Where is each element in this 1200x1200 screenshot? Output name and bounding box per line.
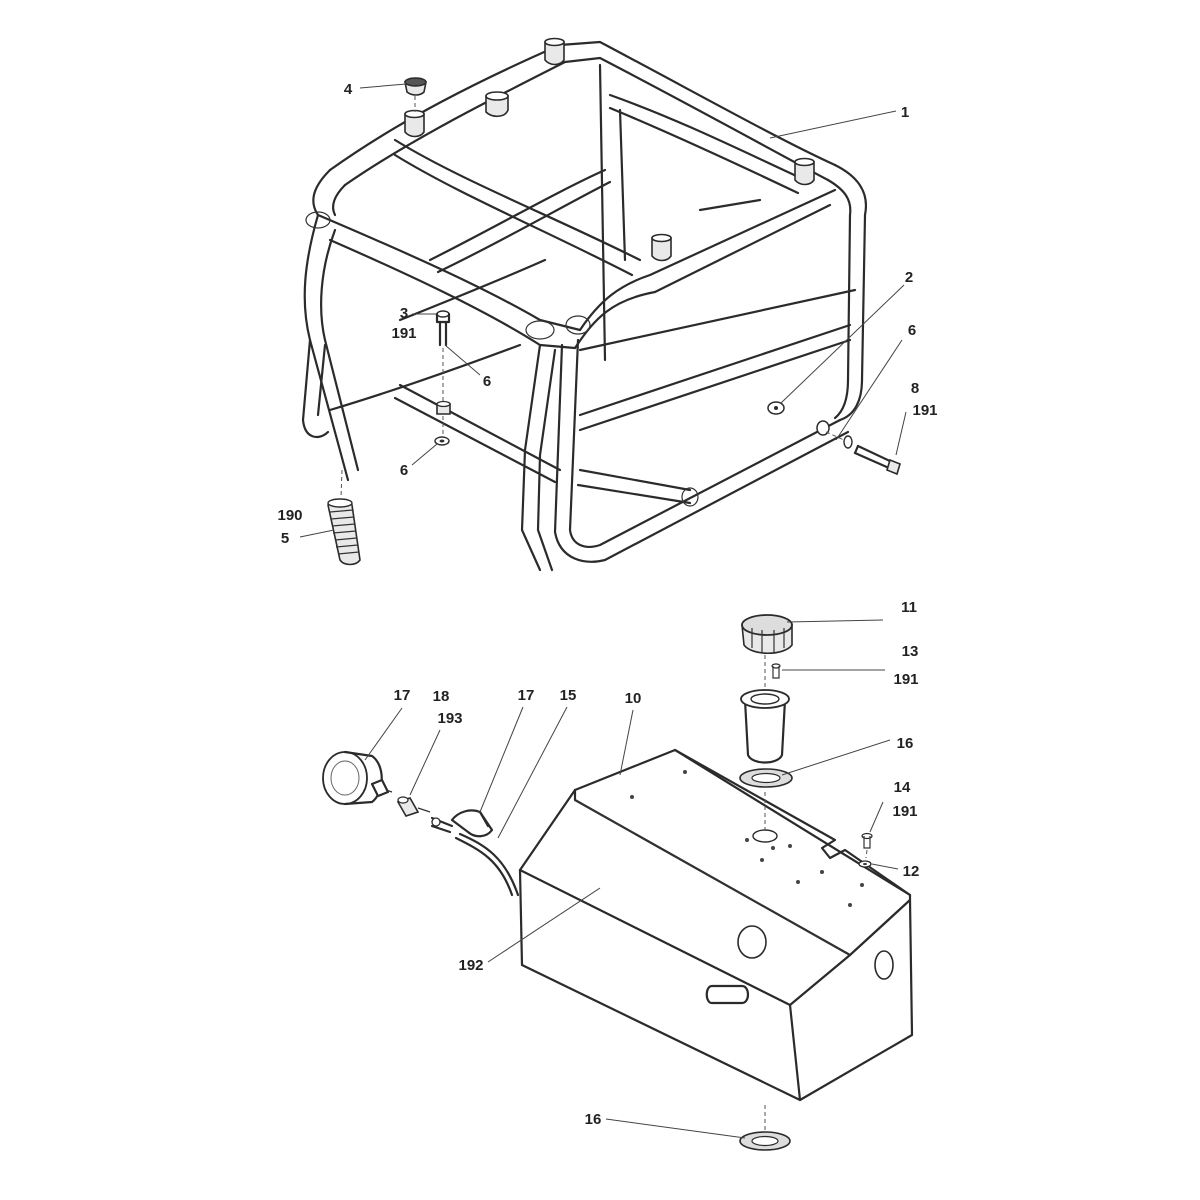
label-191-a: 191 xyxy=(391,325,416,342)
label-8: 8 xyxy=(911,380,919,397)
screw-part-14 xyxy=(861,832,873,859)
label-15: 15 xyxy=(560,687,577,704)
label-193: 193 xyxy=(437,710,462,727)
label-18: 18 xyxy=(433,688,450,705)
label-191-b: 191 xyxy=(912,402,937,419)
label-16-a: 16 xyxy=(897,735,914,752)
label-16-b: 16 xyxy=(585,1111,602,1128)
label-17-b: 17 xyxy=(518,687,535,704)
bolt-part-3 xyxy=(435,310,451,405)
gasket-part-16-lower xyxy=(739,1131,791,1151)
washer-part-12 xyxy=(858,860,872,868)
cap-part-4 xyxy=(404,77,427,112)
label-4: 4 xyxy=(344,81,353,98)
label-3: 3 xyxy=(400,305,408,322)
frame-assembly xyxy=(301,37,868,572)
label-5: 5 xyxy=(281,530,289,547)
label-14: 14 xyxy=(894,779,911,796)
washer-part-6-lower xyxy=(434,400,451,446)
label-1: 1 xyxy=(901,104,909,121)
leader-lines xyxy=(299,83,907,1139)
label-6-b: 6 xyxy=(400,462,408,479)
label-6-a: 6 xyxy=(483,373,491,390)
label-13: 13 xyxy=(902,643,919,660)
fuel-cap-part-11 xyxy=(741,614,793,655)
label-10: 10 xyxy=(625,690,642,707)
label-192: 192 xyxy=(458,957,483,974)
screw-part-13 xyxy=(771,663,781,679)
label-2: 2 xyxy=(905,269,913,286)
label-191-d: 191 xyxy=(892,803,917,820)
fitting-part-18 xyxy=(396,796,431,817)
rubber-foot-part-5 xyxy=(327,469,361,566)
label-6-c: 6 xyxy=(908,322,916,339)
fuel-hose-part-15 xyxy=(454,832,520,897)
fuel-filter-part-17 xyxy=(322,750,393,806)
bolt-part-8 xyxy=(825,431,901,476)
label-17-a: 17 xyxy=(394,687,411,704)
filler-neck xyxy=(740,689,790,764)
fuel-tank-assembly xyxy=(518,655,914,1150)
label-12: 12 xyxy=(903,863,920,880)
part-labels: 1 2 3 191 4 6 6 6 8 191 190 5 11 13 191 … xyxy=(277,81,937,1128)
label-191-c: 191 xyxy=(893,671,918,688)
label-11: 11 xyxy=(901,599,917,616)
gasket-part-16-upper xyxy=(739,768,793,788)
label-190: 190 xyxy=(277,507,302,524)
valve-part-17 xyxy=(430,809,494,838)
